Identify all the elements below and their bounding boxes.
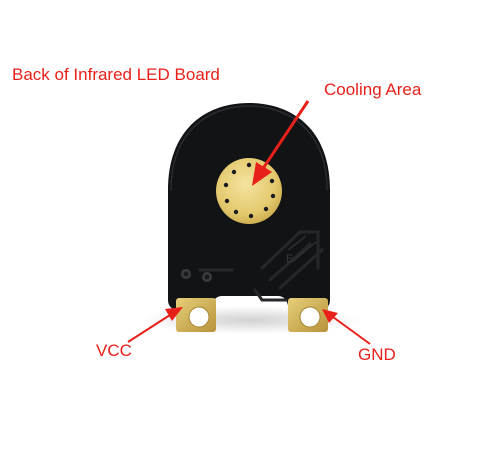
- cooling-pad: [216, 158, 282, 224]
- board-edge-highlight: [170, 105, 328, 191]
- vcc-label: VCC: [96, 341, 132, 360]
- vcc-solder-tab: [176, 298, 216, 332]
- cooling-area-label: Cooling Area: [324, 80, 422, 99]
- small-vias: [181, 269, 212, 282]
- gnd-label: GND: [358, 345, 396, 364]
- board-title-label: Back of Infrared LED Board: [12, 65, 220, 84]
- pcb-traces: [198, 230, 324, 302]
- silkscreen-marking: E: [286, 253, 293, 265]
- pcb-silkscreen-lines: [287, 235, 317, 263]
- gnd-arrow: [322, 309, 371, 345]
- gnd-solder-tab: [288, 298, 328, 332]
- cooling-arrow: [252, 100, 310, 186]
- vcc-arrow: [127, 307, 183, 343]
